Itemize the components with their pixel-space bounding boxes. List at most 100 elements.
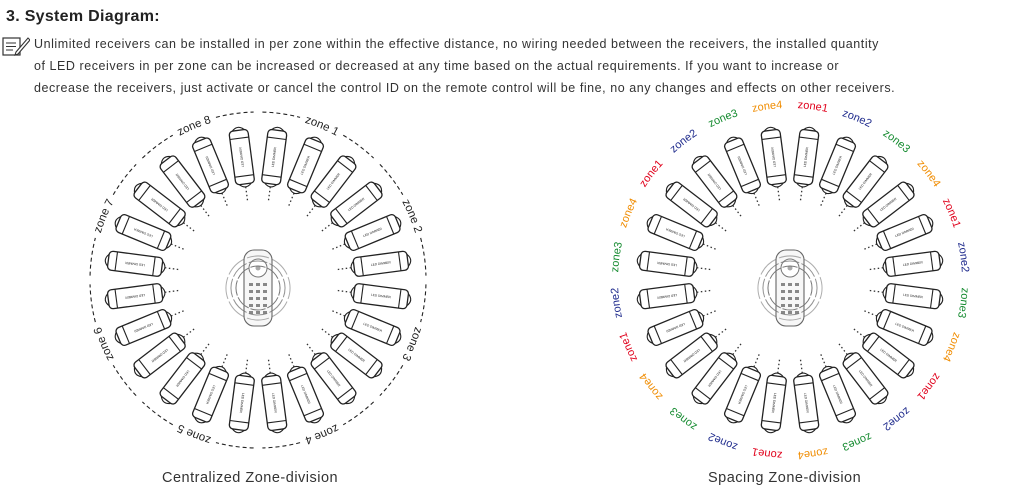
receiver-label: LED DIMMER [895,322,916,334]
led-receiver-icon: LED DIMMER [646,308,717,347]
receiver-label: LED DIMMER [124,261,145,268]
led-receiver-icon: LED DIMMER [286,353,325,424]
receiver-label: LED DIMMER [133,322,154,334]
zone-label: zone1 [617,331,640,364]
led-receiver-icon: LED DIMMER [104,250,179,277]
led-receiver-icon: LED DIMMER [853,181,915,232]
led-receiver-icon: LED DIMMER [114,308,185,347]
led-receiver-icon: LED DIMMER [636,250,711,277]
description-line-1: Unlimited receivers can be installed in … [34,37,879,51]
led-receiver-icon: LED DIMMER [306,155,357,217]
receiver-label: LED DIMMER [656,293,677,300]
receiver-label: LED DIMMER [665,322,686,334]
led-receiver-icon: LED DIMMER [691,343,742,405]
zone-label: zone1 [797,99,829,115]
zone-label: zone2 [881,405,912,433]
zone-label: zone4 [915,158,943,189]
led-receiver-icon: LED DIMMER [818,136,857,207]
zone-label: zone2 [609,287,625,319]
zone-label: zone 1 [304,114,341,138]
zone-label: zone2 [668,127,699,155]
led-receiver-icon: LED DIMMER [104,283,179,310]
zone-label: zone2 [955,241,971,273]
zone-label: zone4 [751,99,783,115]
zone-label: zone 2 [399,197,423,234]
receiver-label: LED DIMMER [665,227,686,239]
receiver-label: LED DIMMER [271,393,278,414]
zone-label: zone2 [707,430,740,453]
receiver-label: LED DIMMER [371,260,392,267]
receiver-label: LED DIMMER [371,293,392,300]
receiver-label: LED DIMMER [656,261,677,268]
led-receiver-icon: LED DIMMER [863,308,934,347]
led-receiver-icon: LED DIMMER [228,126,255,201]
led-receiver-icon: LED DIMMER [133,181,195,232]
led-receiver-icon: LED DIMMER [691,155,742,217]
zone-label: zone3 [668,405,699,433]
led-receiver-icon: LED DIMMER [133,328,195,379]
receiver-label: LED DIMMER [133,227,154,239]
led-receiver-icon: LED DIMMER [760,126,787,201]
led-receiver-icon: LED DIMMER [818,353,857,424]
spacing-caption: Spacing Zone-division [708,470,862,486]
zone-label: zone 5 [175,421,212,445]
description-line-2: of LED receivers in per zone can be incr… [34,59,840,73]
led-receiver-icon: LED DIMMER [286,136,325,207]
zone-label: zone 4 [303,421,341,446]
led-receiver-icon: LED DIMMER [261,359,288,434]
led-receiver-icon: LED DIMMER [321,181,383,232]
led-receiver-icon: LED DIMMER [853,328,915,379]
receiver-label: LED DIMMER [737,385,749,406]
led-receiver-icon: LED DIMMER [869,283,944,310]
led-receiver-icon: LED DIMMER [646,213,717,252]
led-receiver-icon: LED DIMMER [665,328,727,379]
led-receiver-icon: LED DIMMER [793,126,820,201]
zone-label: zone4 [940,331,963,364]
receiver-label: LED DIMMER [363,322,384,334]
receiver-label: LED DIMMER [300,385,312,406]
receiver-label: LED DIMMER [832,155,844,176]
section-heading: 3. System Diagram: [6,8,160,25]
description-paragraph: Unlimited receivers can be installed in … [34,33,1028,99]
receiver-label: LED DIMMER [803,146,810,167]
zone-label: zone3 [707,107,740,130]
receiver-label: LED DIMMER [832,385,844,406]
receiver-label: LED DIMMER [124,293,145,300]
receiver-label: LED DIMMER [803,393,810,414]
led-receiver-icon: LED DIMMER [760,359,787,434]
led-receiver-icon: LED DIMMER [869,250,944,277]
led-receiver-icon: LED DIMMER [331,308,402,347]
zone-label: zone2 [841,107,874,130]
led-receiver-icon: LED DIMMER [321,328,383,379]
led-receiver-icon: LED DIMMER [159,343,210,405]
zone-label: zone 3 [399,326,423,363]
receiver-label: LED DIMMER [363,226,384,238]
receiver-label: LED DIMMER [238,146,245,167]
led-receiver-icon: LED DIMMER [337,283,412,310]
receiver-label: LED DIMMER [271,146,278,167]
zone-label: zone 8 [175,114,212,138]
led-receiver-icon: LED DIMMER [723,353,762,424]
wireless-signal-icon [225,255,291,321]
zone-label: zone1 [751,445,783,460]
led-receiver-icon: LED DIMMER [191,353,230,424]
led-receiver-icon: LED DIMMER [838,343,889,405]
note-pencil-icon [2,37,30,56]
wireless-signal-icon [757,255,823,321]
receiver-label: LED DIMMER [903,293,924,300]
zone-label: zone1 [940,197,963,230]
zone-label: zone3 [881,127,912,155]
led-receiver-icon: LED DIMMER [636,283,711,310]
receiver-label: LED DIMMER [204,155,216,176]
zone-label: zone4 [797,445,829,460]
led-receiver-icon: LED DIMMER [191,136,230,207]
led-receiver-icon: LED DIMMER [228,359,255,434]
led-receiver-icon: LED DIMMER [159,155,210,217]
led-receiver-icon: LED DIMMER [261,126,288,201]
led-receiver-icon: LED DIMMER [665,181,727,232]
receiver-label: LED DIMMER [239,393,246,414]
remote-control-icon [243,249,273,327]
zone-label: zone 6 [92,326,116,363]
